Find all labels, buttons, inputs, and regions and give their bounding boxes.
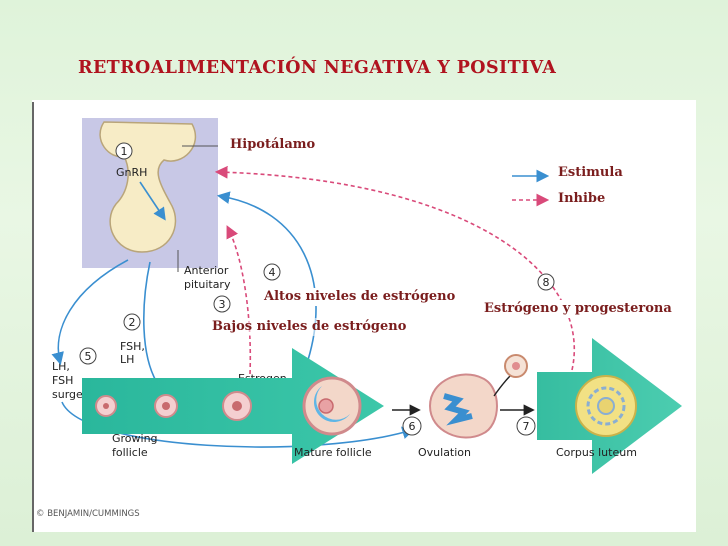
- low-estrogen-inhibit-arrow: [226, 225, 252, 375]
- growing-follicle-label-2: follicle: [112, 446, 148, 459]
- step-number-2: 2: [129, 316, 136, 329]
- step-circle-8: [537, 273, 555, 291]
- label-altos-niveles-estrogeno: Altos niveles de estrógeno: [260, 288, 460, 306]
- diagram-canvas: 1 GnRH Anterior pituitary 2 FSH, LH 5 LH…: [32, 102, 682, 532]
- lh-surge-label-2: FSH: [52, 374, 73, 387]
- fsh-lh-label-2: LH: [120, 353, 134, 366]
- feedback-diagram: 1 GnRH Anterior pituitary 2 FSH, LH 5 LH…: [32, 100, 696, 532]
- lh-surge-label-3: surge: [52, 388, 83, 401]
- step-number-4: 4: [269, 266, 276, 279]
- step-number-1: 1: [121, 145, 128, 158]
- step-circle-1: [115, 142, 133, 160]
- fsh-lh-arrow: [143, 261, 164, 393]
- slide-title: RETROALIMENTACIÓN NEGATIVA Y POSITIVA: [78, 58, 557, 78]
- ovulation-rupture: [443, 393, 473, 426]
- corpus-luteum-label: Corpus luteum: [556, 446, 637, 459]
- step-number-8: 8: [543, 276, 550, 289]
- estrogen-progesterone-inhibit-arrow: [214, 165, 576, 371]
- label-estrogeno-progesterona: Estrógeno y progesterona: [480, 300, 676, 318]
- gnrh-label: GnRH: [116, 166, 147, 179]
- step-circle-6: [402, 416, 422, 436]
- step-number-6: 6: [409, 420, 416, 433]
- legend-label-estimula: Estimula: [554, 164, 627, 182]
- label-hipotalamo: Hipotálamo: [226, 136, 320, 154]
- mature-follicle-label: Mature follicle: [294, 446, 372, 459]
- step-number-5: 5: [85, 350, 92, 363]
- step-circle-5: [79, 347, 97, 365]
- step-circle-2: [123, 313, 141, 331]
- ovulation-label: Ovulation: [418, 446, 471, 459]
- image-credit: © BENJAMIN/CUMMINGS: [36, 509, 140, 519]
- fsh-lh-label-1: FSH,: [120, 340, 145, 353]
- gnrh-arrow: [139, 181, 166, 221]
- anterior-pituitary-label-1: Anterior: [184, 264, 229, 277]
- step-circle-4: [263, 263, 281, 281]
- growing-follicle-label-1: Growing: [112, 432, 158, 445]
- lh-surge-label-1: LH,: [52, 360, 70, 373]
- lh-surge-arrow-up: [51, 259, 129, 366]
- step-circle-3a: [213, 295, 231, 313]
- step-circle-7: [516, 416, 536, 436]
- ovulation-follicle: [428, 373, 498, 439]
- anterior-pituitary-label-2: pituitary: [184, 278, 231, 291]
- step-number-3a: 3: [219, 298, 226, 311]
- label-bajos-niveles-estrogeno: Bajos niveles de estrógeno: [208, 318, 411, 336]
- step-number-7: 7: [523, 420, 530, 433]
- lh-surge-to-ovulation-arrow: [61, 401, 416, 448]
- legend-blank-box: [490, 136, 562, 162]
- legend-label-inhibe: Inhibe: [554, 190, 636, 208]
